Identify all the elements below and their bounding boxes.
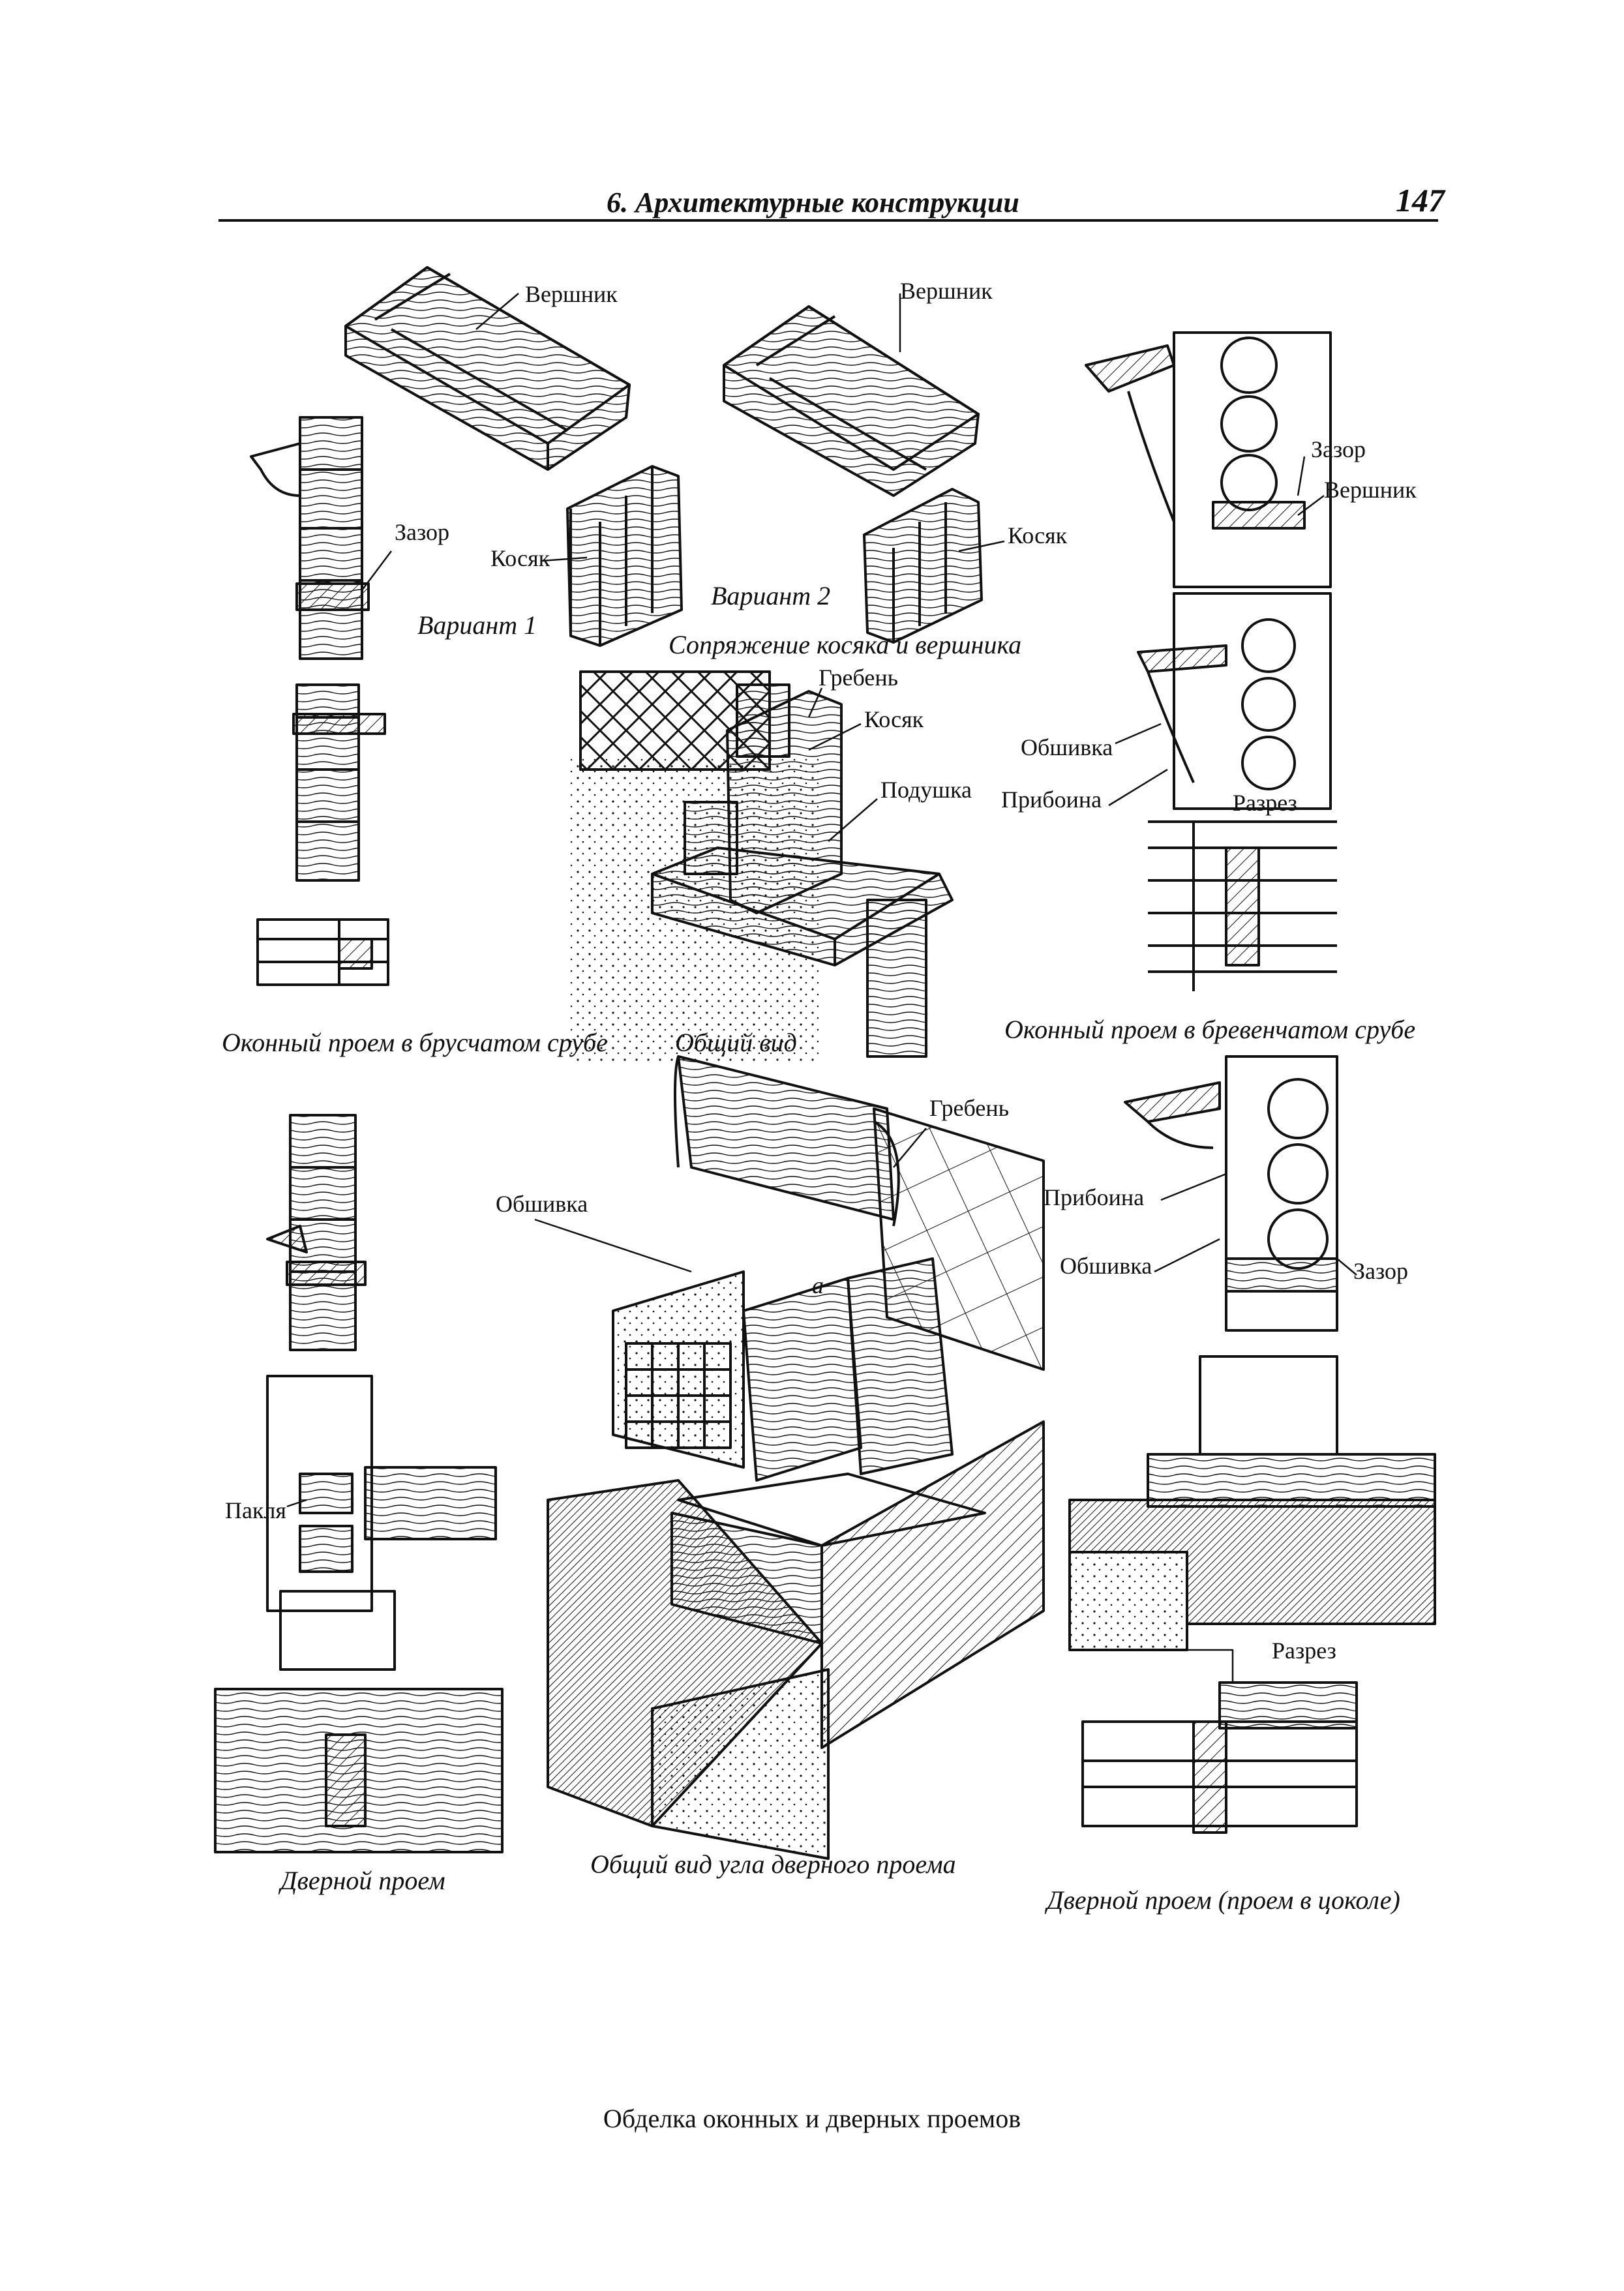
label-razrez: Разрез: [1272, 1638, 1336, 1664]
label-kosyak: Косяк: [864, 706, 924, 732]
label-podushka: Подушка: [880, 777, 972, 803]
header-rule: [218, 219, 1438, 222]
window-general-view-drawing: [571, 670, 954, 1063]
label-obshivka: Обшивка: [1060, 1253, 1152, 1279]
caption-general-view: Общий вид: [675, 1028, 797, 1057]
leader-lines: [286, 293, 1357, 1683]
page-header-title: 6. Архитектурные конструкции: [607, 187, 1019, 218]
label-obshivka: Обшивка: [496, 1191, 588, 1217]
door-plinth-section-drawing: [1068, 1055, 1436, 1834]
label-zazor: Зазор: [1311, 436, 1366, 462]
label-kosyak: Косяк: [490, 545, 550, 571]
label-paklya: Пакля: [225, 1497, 286, 1523]
label-priboina: Прибоина: [1044, 1184, 1145, 1210]
label-vershnik: Вершник: [1324, 477, 1417, 503]
page-number: 147: [1396, 182, 1445, 218]
label-zazor: Зазор: [1353, 1258, 1409, 1284]
label-greben: Гребень: [819, 665, 899, 691]
label-zazor: Зазор: [395, 519, 450, 545]
caption-door-plinth: Дверной проем (проем в цоколе): [1047, 1885, 1400, 1915]
label-greben: Гребень: [929, 1095, 1010, 1121]
caption-variant-2: Вариант 2: [711, 581, 831, 610]
label-kosyak: Косяк: [1008, 522, 1068, 548]
door-corner-general-view-drawing: [547, 1055, 1045, 1860]
label-obshivka: Обшивка: [1021, 734, 1113, 760]
vershnik-variant-1-drawing: [344, 266, 631, 471]
window-log-section-drawing: [1085, 331, 1337, 991]
caption-window-log: Оконный проем в бревенчатом срубе: [1004, 1015, 1416, 1044]
label-vershnik: Вершник: [900, 278, 993, 304]
caption-window-timber: Оконный проем в брусчатом срубе: [222, 1028, 608, 1057]
door-section-drawing: [214, 1114, 504, 1853]
label-vershnik: Вершник: [525, 281, 618, 307]
vershnik-variant-2-drawing: [723, 305, 980, 497]
kosyak-variant-2-drawing: [863, 488, 983, 644]
label-a: а: [812, 1272, 824, 1298]
page-footer-title: Обделка оконных и дверных проемов: [603, 2104, 1021, 2133]
caption-door: Дверной проем: [280, 1866, 445, 1895]
window-timber-section-drawing: [250, 416, 389, 986]
label-priboina: Прибоина: [1001, 786, 1102, 813]
caption-door-corner: Общий вид угла дверного проема: [590, 1849, 956, 1879]
caption-variant-1: Вариант 1: [417, 610, 537, 640]
label-razrez: Разрез: [1233, 790, 1297, 816]
caption-joint: Сопряжение косяка и вершника: [669, 630, 1022, 659]
kosyak-variant-1-drawing: [566, 465, 683, 647]
